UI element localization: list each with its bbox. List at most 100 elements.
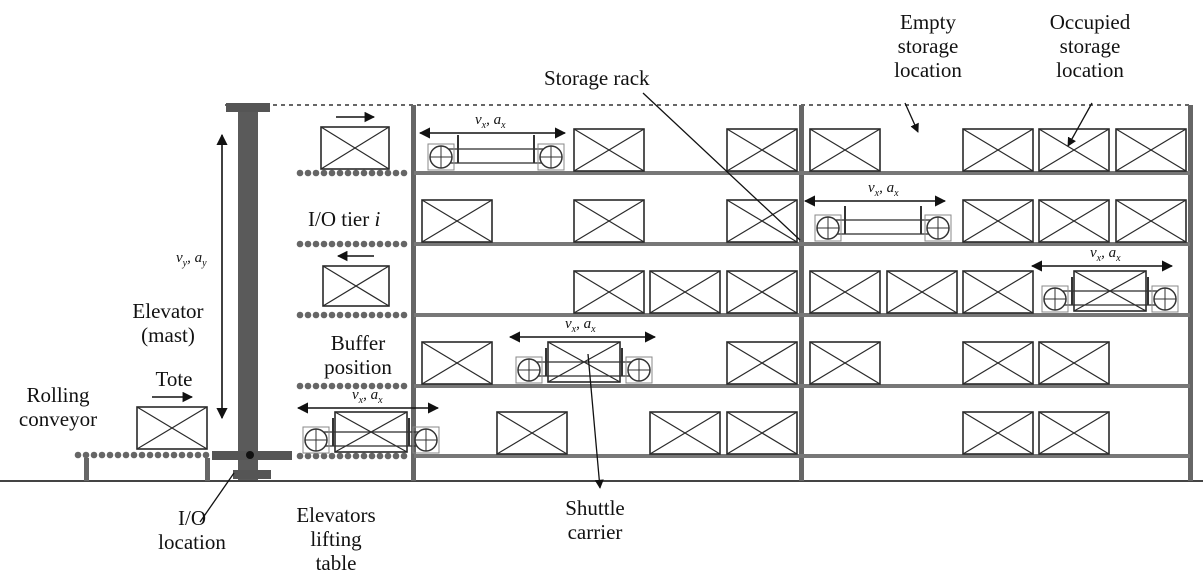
conveyor-roller	[106, 451, 114, 459]
totes	[136, 126, 1187, 455]
conveyor-roller	[360, 240, 368, 248]
conveyor-roller	[368, 382, 376, 390]
conveyor-roller	[178, 451, 186, 459]
tote-stored	[962, 411, 1034, 455]
elevator-mast-cap	[226, 103, 270, 112]
conveyor-roller	[368, 169, 376, 177]
conveyor-roller	[154, 451, 162, 459]
conveyor-roller	[304, 452, 312, 460]
conveyor-roller	[376, 452, 384, 460]
label-elevators-lifting-table: Elevators lifting table	[296, 503, 376, 575]
tote-stored	[649, 270, 721, 314]
conveyor-roller	[336, 382, 344, 390]
label-buffer-position: Buffer position	[324, 331, 392, 379]
conveyor-roller	[320, 382, 328, 390]
tote-stored	[496, 411, 568, 455]
tote-stored	[421, 341, 493, 385]
label-io-tier: I/O tier i	[308, 207, 381, 231]
velocity-label-elevator: vy, ay	[176, 250, 207, 269]
conveyor-roller	[114, 451, 122, 459]
conveyor-roller	[360, 169, 368, 177]
tote-stored	[1038, 199, 1110, 243]
tote-buffer	[320, 126, 390, 170]
conveyor-roller	[376, 311, 384, 319]
conveyor-leg-right	[205, 458, 210, 481]
conveyor-roller	[400, 311, 408, 319]
shuttle-carriers	[302, 135, 1179, 454]
conveyor-roller	[328, 382, 336, 390]
conveyor-roller	[384, 169, 392, 177]
label-tote: Tote	[155, 367, 193, 391]
conveyor-roller	[352, 240, 360, 248]
rack-column-middle	[799, 105, 804, 481]
shuttle-carrier	[515, 348, 653, 384]
conveyor-roller	[400, 452, 408, 460]
conveyor-roller	[384, 240, 392, 248]
label-elevator-mast: Elevator (mast)	[132, 299, 204, 347]
conveyor-roller	[130, 451, 138, 459]
conveyor-roller	[352, 169, 360, 177]
conveyor-roller	[344, 452, 352, 460]
conveyor-roller	[336, 311, 344, 319]
conveyor-roller	[82, 451, 90, 459]
tote-stored	[1038, 411, 1110, 455]
conveyor-roller	[328, 452, 336, 460]
tier-beams	[414, 171, 1190, 458]
conveyor-roller	[312, 382, 320, 390]
tote-stored	[726, 270, 798, 314]
tote-stored	[726, 128, 798, 172]
label-empty-storage-location: Empty storage location	[894, 10, 962, 82]
velocity-label-tier3: vx, ax	[1090, 245, 1121, 264]
conveyor-roller	[392, 311, 400, 319]
velocity-label-tier2: vx, ax	[868, 180, 899, 199]
conveyor-roller	[312, 452, 320, 460]
elevator-mast-base	[233, 470, 271, 479]
tote-stored	[726, 341, 798, 385]
conveyor-roller	[146, 451, 154, 459]
tote-stored	[649, 411, 721, 455]
tote-stored	[962, 128, 1034, 172]
shuttle-carrier	[302, 418, 440, 454]
tote-stored	[962, 199, 1034, 243]
conveyor-roller	[320, 311, 328, 319]
conveyor-roller	[312, 240, 320, 248]
label-shuttle-carrier: Shuttle carrier	[565, 496, 625, 544]
conveyor-roller	[344, 311, 352, 319]
conveyor-roller	[360, 452, 368, 460]
conveyor-roller	[162, 451, 170, 459]
conveyor-roller	[368, 240, 376, 248]
conveyor-roller	[384, 452, 392, 460]
conveyor-roller	[304, 240, 312, 248]
conveyor-roller	[296, 169, 304, 177]
tote-stored	[1038, 341, 1110, 385]
conveyor-roller	[384, 382, 392, 390]
conveyor-roller	[304, 169, 312, 177]
conveyor-roller	[304, 311, 312, 319]
rack-column-left	[411, 105, 416, 481]
conveyor-roller	[360, 382, 368, 390]
conveyor-roller	[368, 452, 376, 460]
conveyor-roller	[194, 451, 202, 459]
conveyor-roller	[384, 311, 392, 319]
tote-stored	[573, 199, 645, 243]
conveyor-roller	[74, 451, 82, 459]
conveyor-roller	[296, 240, 304, 248]
label-storage-rack: Storage rack	[544, 66, 650, 90]
velocity-label-tier4: vx, ax	[565, 316, 596, 335]
conveyor-roller	[392, 169, 400, 177]
conveyor-roller	[400, 382, 408, 390]
tote-stored	[1115, 128, 1187, 172]
rolling-conveyor	[74, 451, 210, 459]
conveyor-roller	[170, 451, 178, 459]
conveyor-roller	[202, 451, 210, 459]
velocity-label-tier5: vx, ax	[352, 387, 383, 406]
conveyor-roller	[376, 169, 384, 177]
conveyor-roller	[336, 452, 344, 460]
elevator-mast	[238, 108, 258, 480]
io-location-dot	[246, 451, 254, 459]
conveyor-roller	[296, 382, 304, 390]
conveyor-roller	[392, 452, 400, 460]
conveyor-roller	[376, 240, 384, 248]
conveyor-roller	[344, 240, 352, 248]
